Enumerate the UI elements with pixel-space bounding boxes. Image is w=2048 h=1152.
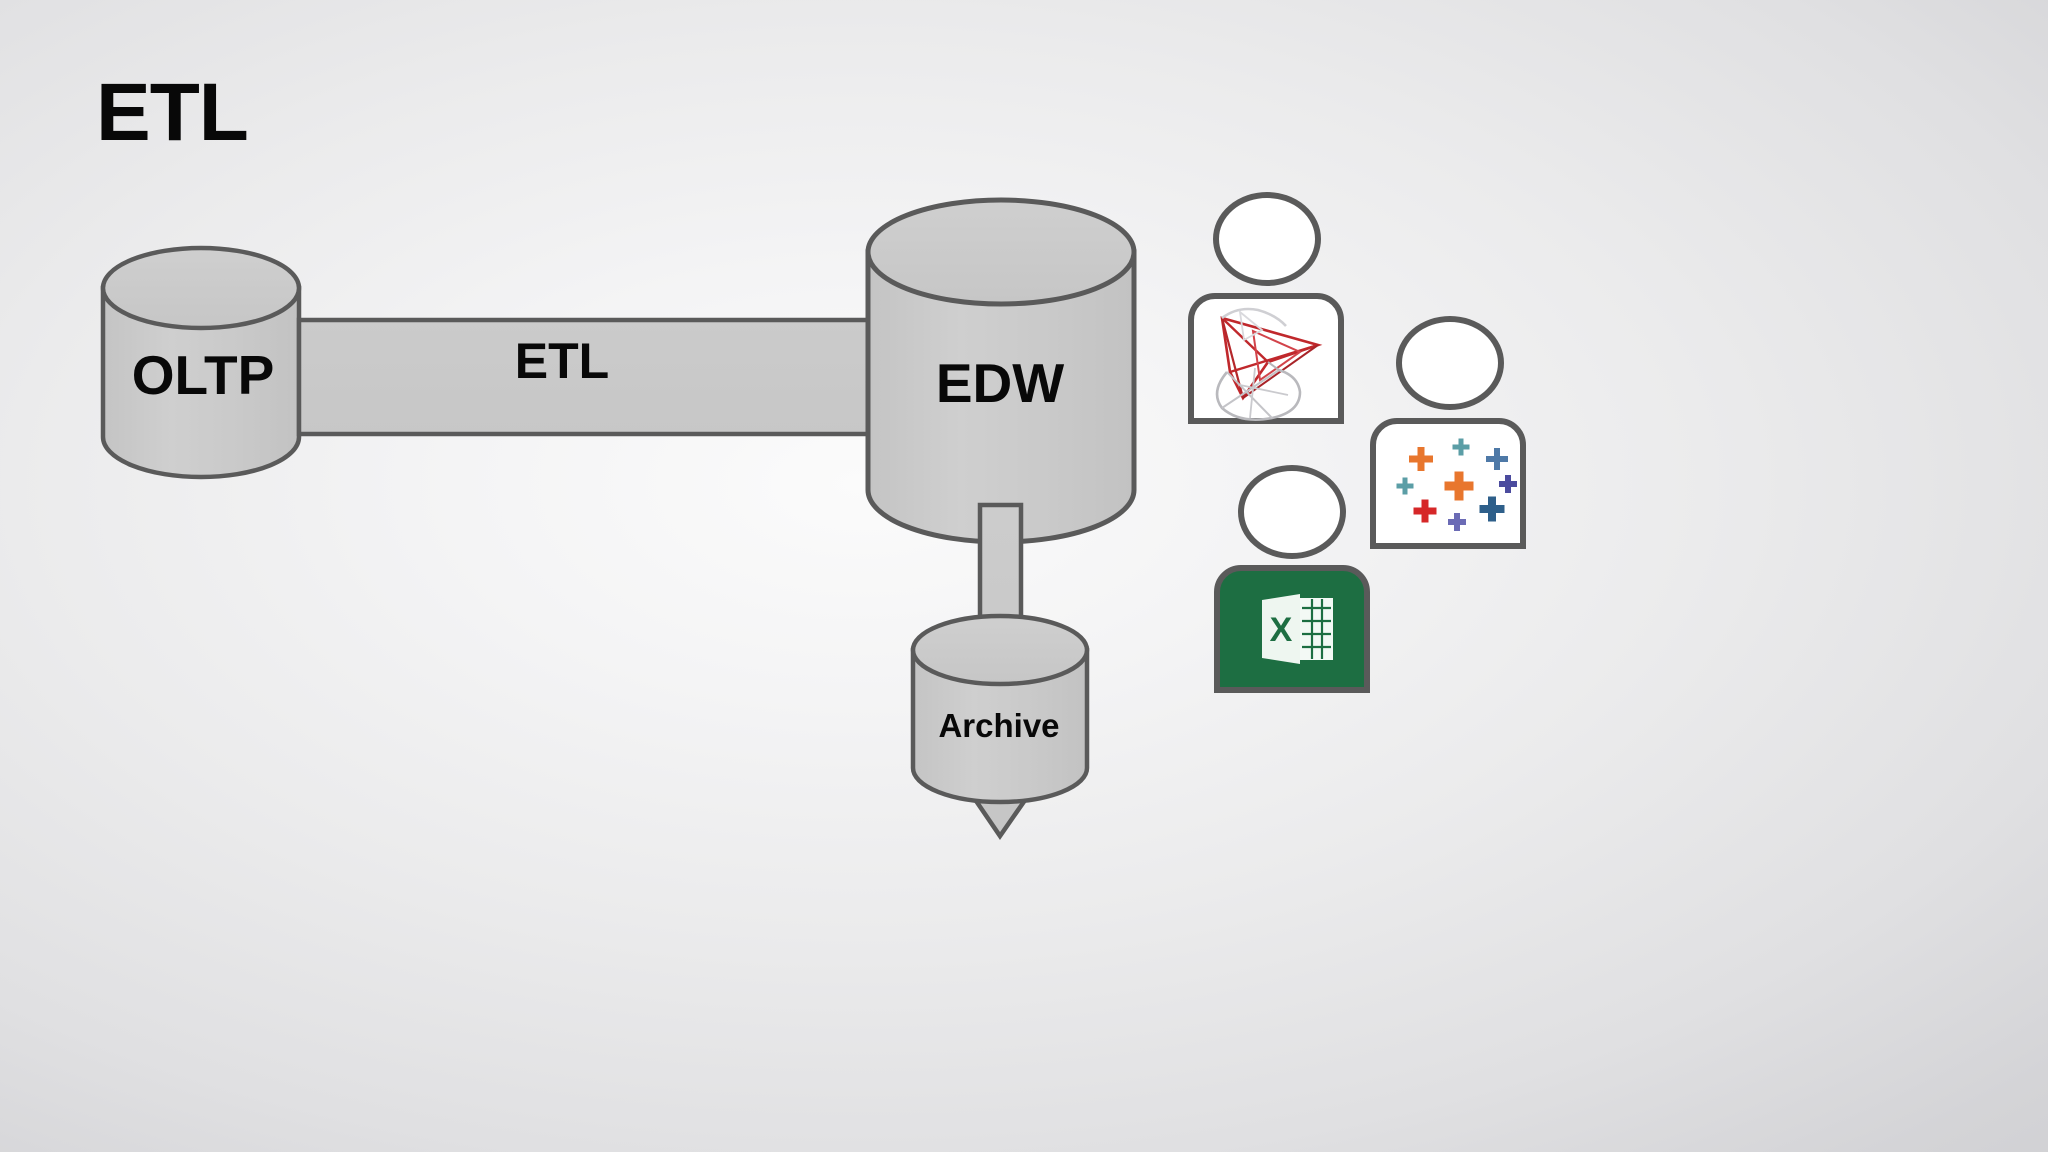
excel-icon: X <box>1262 594 1333 664</box>
node-oltp[interactable] <box>100 245 302 480</box>
svg-text:X: X <box>1270 611 1293 649</box>
node-label-oltp: OLTP <box>131 344 275 406</box>
node-archive[interactable] <box>910 613 1090 805</box>
tableau-icon <box>1396 438 1517 531</box>
person-head-icon <box>1396 316 1504 410</box>
consumer-excel[interactable]: X <box>1214 465 1370 693</box>
edw-cylinder-top <box>865 197 1137 307</box>
oltp-cylinder-body <box>100 285 302 480</box>
person-head-icon <box>1213 192 1321 286</box>
person-head-icon <box>1238 465 1346 559</box>
consumer-sql-server[interactable] <box>1188 192 1344 424</box>
connector-label-etl: ETL <box>514 333 610 389</box>
consumer-tableau[interactable] <box>1370 316 1526 549</box>
page-title: ETL <box>96 67 249 158</box>
node-label-edw: EDW <box>935 352 1065 414</box>
archive-cylinder-body <box>910 647 1090 805</box>
archive-cylinder-top <box>910 613 1090 687</box>
oltp-cylinder-top <box>100 245 302 331</box>
node-label-archive: Archive <box>938 707 1060 744</box>
sql-server-icon <box>1215 307 1323 421</box>
